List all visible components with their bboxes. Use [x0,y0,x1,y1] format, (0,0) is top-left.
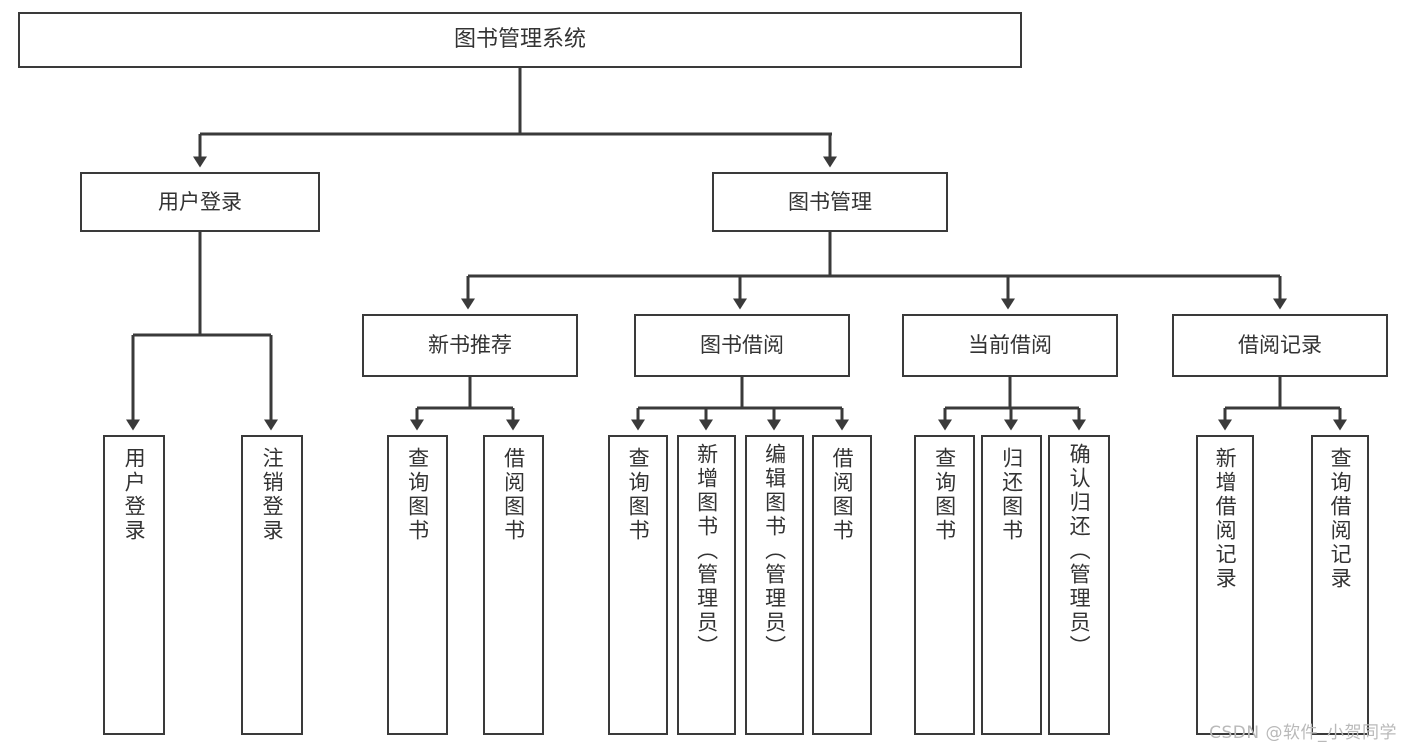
leaf-label: 用户登录 [122,447,147,543]
csdn-watermark: CSDN @软件_小贺同学 [1209,723,1397,743]
leaf-label: 编辑图书（管理员） [762,443,787,659]
leaf-borrow-book-recommend[interactable]: 借阅图书 [483,435,544,735]
node-level2-new-book-recommend[interactable]: 新书推荐 [362,314,578,377]
leaf-edit-book-admin[interactable]: 编辑图书（管理员） [745,435,804,735]
node-label: 当前借阅 [968,333,1052,358]
node-label: 图书借阅 [700,333,784,358]
leaf-logout[interactable]: 注销登录 [241,435,303,735]
leaf-query-book-current[interactable]: 查询图书 [914,435,975,735]
leaf-label: 确认归还（管理员） [1067,443,1092,659]
node-label: 图书管理 [788,189,872,214]
leaf-label: 注销登录 [260,447,285,543]
leaf-label: 查询图书 [405,447,430,543]
node-level1-book-management[interactable]: 图书管理 [712,172,948,232]
leaf-query-borrow-record[interactable]: 查询借阅记录 [1311,435,1369,735]
leaf-label: 借阅图书 [830,447,855,543]
leaf-label: 新增图书（管理员） [694,443,719,659]
leaf-label: 查询借阅记录 [1328,447,1353,591]
node-level2-current-borrow[interactable]: 当前借阅 [902,314,1118,377]
leaf-add-borrow-record[interactable]: 新增借阅记录 [1196,435,1254,735]
leaf-label: 归还图书 [999,447,1024,543]
leaf-borrow-book[interactable]: 借阅图书 [812,435,872,735]
node-label: 新书推荐 [428,333,512,358]
leaf-user-login[interactable]: 用户登录 [103,435,165,735]
leaf-query-book-borrow[interactable]: 查询图书 [608,435,668,735]
leaf-return-book[interactable]: 归还图书 [981,435,1042,735]
leaf-label: 借阅图书 [501,447,526,543]
leaf-add-book-admin[interactable]: 新增图书（管理员） [677,435,736,735]
node-level2-borrow-record[interactable]: 借阅记录 [1172,314,1388,377]
node-root-label: 图书管理系统 [453,27,586,53]
node-label: 借阅记录 [1238,333,1322,358]
node-label: 用户登录 [158,189,242,214]
leaf-confirm-return-admin[interactable]: 确认归还（管理员） [1048,435,1110,735]
node-level2-book-borrow[interactable]: 图书借阅 [634,314,850,377]
leaf-query-book-recommend[interactable]: 查询图书 [387,435,448,735]
leaf-label: 查询图书 [626,447,651,543]
leaf-label: 新增借阅记录 [1213,447,1238,591]
node-level1-user-login[interactable]: 用户登录 [80,172,320,232]
leaf-label: 查询图书 [932,447,957,543]
node-root[interactable]: 图书管理系统 [18,12,1022,68]
